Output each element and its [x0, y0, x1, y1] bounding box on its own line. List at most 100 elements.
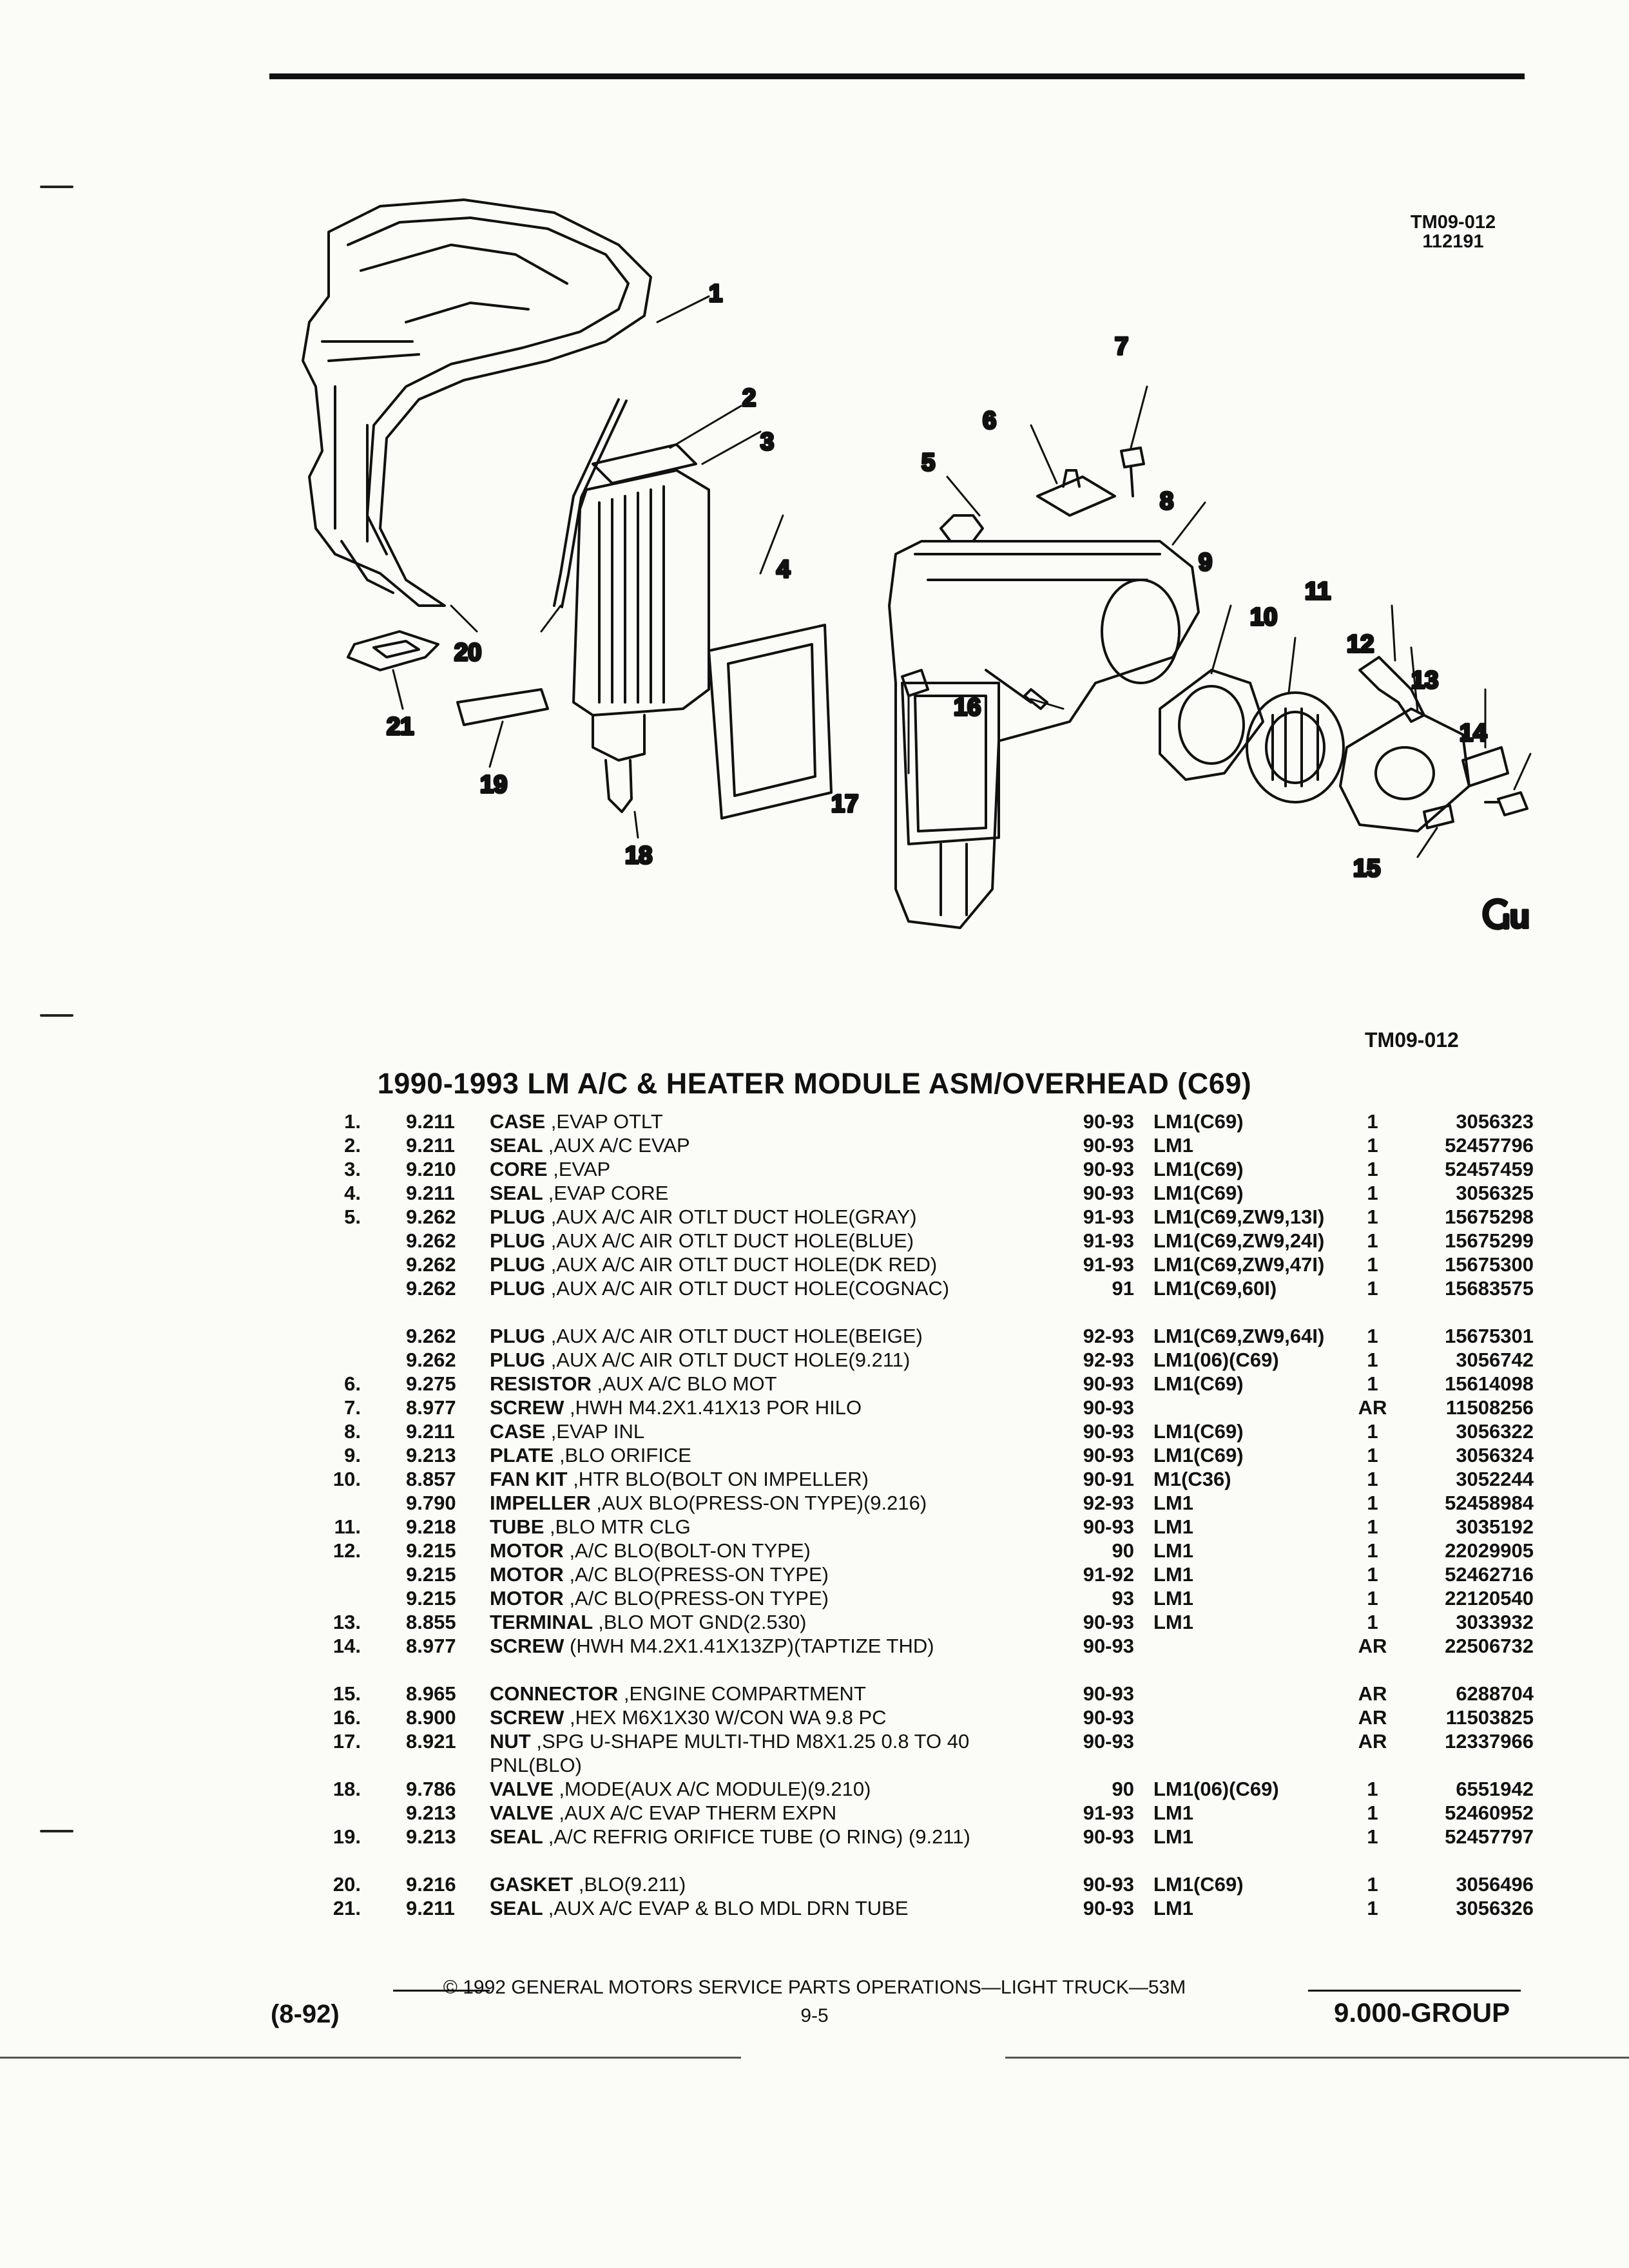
quantity: 1: [1353, 1229, 1392, 1253]
part-detail: ,EVAP: [553, 1158, 611, 1180]
part-name: PLUG: [490, 1349, 546, 1371]
model-code: LM1: [1153, 1539, 1193, 1562]
part-name: FAN KIT: [490, 1468, 568, 1490]
group-number: 9.262: [406, 1253, 456, 1276]
part-name: PLUG: [490, 1325, 546, 1347]
model-years: 90: [1031, 1777, 1134, 1801]
model-years: 90-93: [1031, 1396, 1134, 1419]
quantity: 1: [1353, 1515, 1392, 1539]
part-number: 22120540: [1445, 1587, 1534, 1610]
group-number: 9.210: [406, 1158, 456, 1180]
group-number: 9.786: [406, 1778, 456, 1800]
part-number: 12337966: [1445, 1730, 1534, 1753]
motor-housing-drawing: [1374, 746, 1435, 800]
part-name: MOTOR: [490, 1587, 564, 1610]
leader-lines: [392, 295, 1532, 858]
margin-mark: [40, 186, 73, 188]
item-number: 4.: [344, 1182, 361, 1204]
fan-hub-drawing: [1265, 711, 1325, 784]
item-number: 15.: [333, 1682, 361, 1705]
part-description: FAN KIT ,HTR BLO(BOLT ON IMPELLER): [490, 1467, 1031, 1491]
part-description: PLUG ,AUX A/C AIR OTLT DUCT HOLE(COGNAC): [490, 1276, 1031, 1300]
blower-orifice-plate-drawing: [1159, 669, 1264, 781]
item-number: 6.: [344, 1372, 361, 1395]
part-number: 3052244: [1456, 1468, 1534, 1490]
quantity: 1: [1353, 1777, 1392, 1801]
part-description: SEAL ,AUX A/C EVAP: [490, 1133, 1031, 1157]
group-number: 9.790: [406, 1492, 456, 1514]
model-years: 91-93: [1031, 1229, 1134, 1253]
evap-outlet-case-drawing: [302, 198, 652, 607]
quantity: 1: [1353, 1133, 1392, 1157]
terminal-screw-drawing: [1484, 791, 1528, 816]
exploded-parts-diagram: 1 2 3 4 5 6 7 8 9 10 11 12 13 14 15 16 1…: [302, 198, 1532, 937]
rod-drawing: [553, 398, 620, 607]
part-description: RESISTOR ,AUX A/C BLO MOT: [490, 1372, 1031, 1396]
model-years: 90-93: [1031, 1110, 1134, 1133]
quantity: 1: [1353, 1372, 1392, 1396]
group-number: 9.216: [406, 1873, 456, 1896]
part-number: 15675301: [1445, 1325, 1534, 1347]
model-code: LM1(C69,ZW9,13I): [1153, 1206, 1325, 1228]
part-name: SEAL: [490, 1825, 543, 1848]
model-years: 91-93: [1031, 1205, 1134, 1229]
model-code: LM1(06)(C69): [1153, 1349, 1279, 1371]
model-years: 90-93: [1031, 1443, 1134, 1467]
part-name: PLUG: [490, 1253, 546, 1276]
part-description: PLATE ,BLO ORIFICE: [490, 1443, 1031, 1467]
quantity: AR: [1353, 1682, 1392, 1706]
part-name: TUBE: [490, 1515, 545, 1538]
part-detail: ,AUX A/C AIR OTLT DUCT HOLE(BLUE): [550, 1229, 914, 1252]
part-description: PLUG ,AUX A/C AIR OTLT DUCT HOLE(9.211): [490, 1348, 1031, 1372]
part-detail: ,BLO MOT GND(2.530): [598, 1611, 807, 1633]
callout-2: 2: [742, 385, 756, 412]
model-years: 90-93: [1031, 1133, 1134, 1157]
part-name: CONNECTOR: [490, 1682, 619, 1705]
part-number: 52457459: [1445, 1158, 1534, 1180]
item-number: 2.: [344, 1134, 361, 1157]
part-name: NUT: [490, 1730, 531, 1753]
part-description: MOTOR ,A/C BLO(BOLT-ON TYPE): [490, 1539, 1031, 1562]
model-code: LM1(C69,ZW9,47I): [1153, 1253, 1325, 1276]
parts-row: 9.262 PLUG ,AUX A/C AIR OTLT DUCT HOLE(DK…: [322, 1253, 1534, 1276]
callout-15: 15: [1353, 855, 1380, 882]
page-title: 1990-1993 LM A/C & HEATER MODULE ASM/OVE…: [377, 1067, 1252, 1100]
part-description: PLUG ,AUX A/C AIR OTLT DUCT HOLE(BEIGE): [490, 1324, 1031, 1348]
evap-core-drawing: [572, 443, 710, 813]
model-years: 90-93: [1031, 1706, 1134, 1729]
blower-resistor-drawing: [1036, 469, 1116, 517]
part-detail: ,AUX A/C AIR OTLT DUCT HOLE(DK RED): [550, 1253, 938, 1276]
part-description: PLUG ,AUX A/C AIR OTLT DUCT HOLE(GRAY): [490, 1205, 1031, 1229]
model-years: 92-93: [1031, 1324, 1134, 1348]
part-detail: ,EVAP CORE: [548, 1182, 669, 1204]
group-number: 8.900: [406, 1706, 456, 1729]
part-number: 15675300: [1445, 1253, 1534, 1276]
part-description: SCREW ,HWH M4.2X1.41X13 POR HILO: [490, 1396, 1031, 1419]
model-years: 90-93: [1031, 1896, 1134, 1920]
part-description: TERMINAL ,BLO MOT GND(2.530): [490, 1610, 1031, 1634]
footer-rule-left: [393, 1990, 490, 1992]
part-detail: ,AUX A/C BLO MOT: [597, 1372, 777, 1395]
part-name: PLUG: [490, 1206, 546, 1228]
hex-screw-drawing: [985, 669, 1048, 710]
part-name: VALVE: [490, 1778, 554, 1800]
footer-copyright: © 1992 GENERAL MOTORS SERVICE PARTS OPER…: [443, 1977, 1186, 1998]
model-code: LM1: [1153, 1825, 1193, 1848]
model-years: 90-93: [1031, 1372, 1134, 1396]
part-number: 6288704: [1456, 1682, 1534, 1705]
quantity: AR: [1353, 1396, 1392, 1419]
quantity: 1: [1353, 1253, 1392, 1276]
model-code: LM1: [1153, 1802, 1193, 1824]
model-years: 90-93: [1031, 1515, 1134, 1539]
